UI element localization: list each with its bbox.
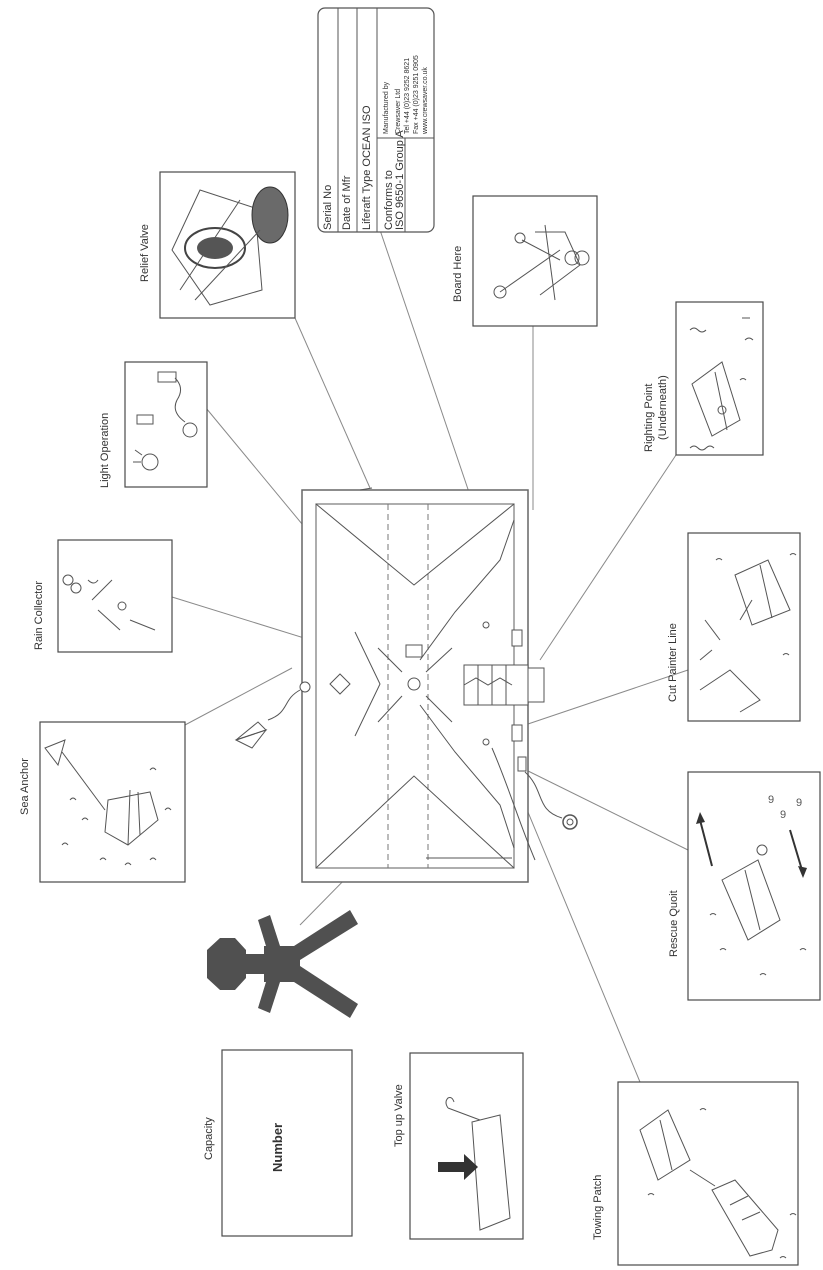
- manufactured-by-label: Manufactured by: [383, 81, 390, 134]
- rescue-quoit-panel: 9 9 9: [688, 772, 820, 1000]
- top-up-valve-panel: [410, 1053, 523, 1239]
- liferaft-plan: [302, 488, 544, 882]
- relief-valve-label: Relief Valve: [139, 224, 151, 282]
- person-silhouette: [207, 910, 358, 1018]
- capacity-panel: [222, 1050, 352, 1236]
- cut-painter-line-panel: [688, 533, 800, 721]
- righting-point-label: Righting Point: [643, 384, 655, 453]
- rain-collector-label: Rain Collector: [33, 581, 45, 650]
- date-of-mfr-label: Date of Mfr: [341, 175, 353, 230]
- board-here-label: Board Here: [452, 246, 464, 302]
- top-up-valve-label: Top up Valve: [393, 1084, 405, 1147]
- svg-text:9: 9: [768, 794, 774, 806]
- info-plate: Serial No Date of Mfr Liferaft Type OCEA…: [318, 8, 434, 232]
- manufacturer-web: www.crewsaver.co.uk: [422, 67, 429, 135]
- manufacturer-name: Crewsaver Ltd: [395, 89, 402, 134]
- manufacturer-tel: Tel +44 (0)23 9252 8621: [404, 58, 411, 134]
- manufacturer-fax: Fax +44 (0)23 9251 0905: [413, 55, 420, 134]
- righting-point-panel: [676, 302, 763, 455]
- svg-text:9: 9: [796, 797, 802, 809]
- towing-patch-panel: [618, 1082, 798, 1265]
- sea-anchor-panel: [40, 722, 185, 882]
- board-here-panel: [473, 196, 597, 326]
- liferaft-type-label: Liferaft Type OCEAN ISO: [361, 105, 373, 230]
- capacity-label: Capacity: [203, 1117, 215, 1160]
- relief-valve-panel: [160, 172, 295, 318]
- serial-no-label: Serial No: [322, 185, 334, 230]
- svg-text:9: 9: [780, 809, 786, 821]
- rescue-quoit-label: Rescue Quoit: [668, 890, 680, 957]
- iso-standard-label: ISO 9650-1 Group A: [394, 130, 406, 230]
- rescue-quoit-ring: [525, 772, 577, 829]
- towing-patch-label: Towing Patch: [592, 1175, 604, 1240]
- righting-point-underneath-label: (Underneath): [657, 375, 669, 440]
- rain-collector-panel: [58, 540, 172, 652]
- capacity-number-label: Number: [270, 1123, 285, 1172]
- light-operation-label: Light Operation: [99, 413, 111, 488]
- light-operation-panel: [125, 362, 207, 487]
- sea-anchor-label: Sea Anchor: [19, 758, 31, 815]
- cut-painter-line-label: Cut Painter Line: [667, 623, 679, 702]
